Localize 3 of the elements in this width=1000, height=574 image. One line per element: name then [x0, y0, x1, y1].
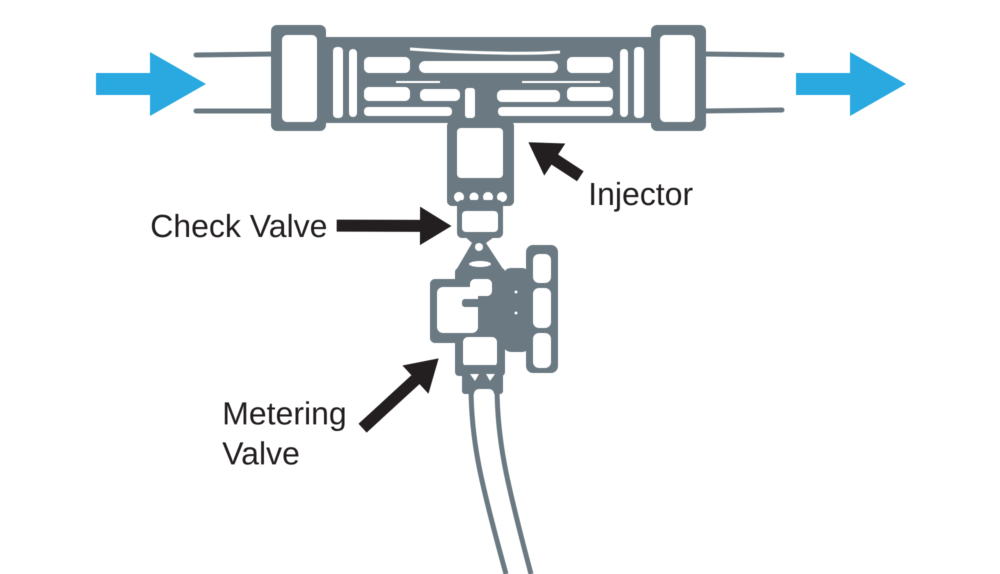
label-text: Check Valve — [152, 214, 326, 238]
label-text: Metering Valve — [222, 401, 345, 465]
label-text: Injector — [591, 182, 693, 212]
